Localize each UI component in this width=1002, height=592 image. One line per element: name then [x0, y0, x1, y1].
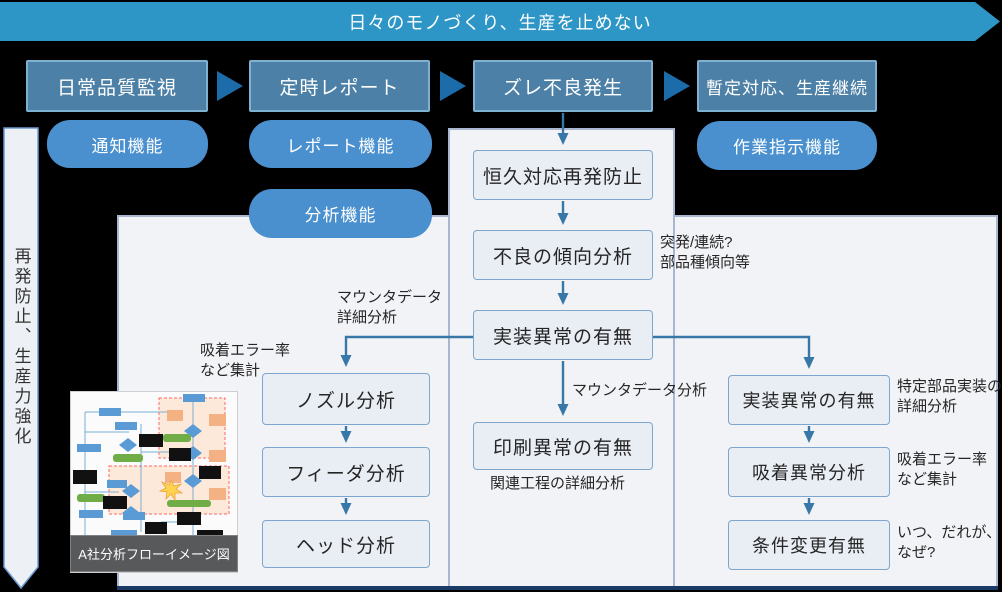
panel-bottom-border [117, 586, 998, 590]
flow-box-nozzle-analysis: ノズル分析 [262, 373, 430, 425]
process-step-provisional-response: 暫定対応、生産継続 [697, 60, 877, 112]
flow-box-label: 実装異常の有無 [492, 326, 633, 348]
pill-work-instruction-function: 作業指示機能 [697, 121, 877, 170]
flow-box-feeder-analysis: フィーダ分析 [262, 447, 430, 497]
flow-box-mounting-abnormality-check-right: 実装異常の有無 [728, 375, 890, 425]
pill-label: 通知機能 [91, 136, 164, 156]
flow-box-label: 恒久対応再発防止 [482, 166, 643, 188]
pill-label: 分析機能 [304, 206, 377, 225]
pennant-shape [3, 127, 39, 590]
flow-box-head-analysis: ヘッド分析 [262, 520, 430, 568]
flow-box-label: 印刷異常の有無 [492, 437, 633, 459]
pill-label: レポート機能 [286, 136, 395, 156]
note-mounter-analysis: マウンタデータ分析 [572, 382, 708, 399]
process-step-label: 日常品質監視 [56, 77, 177, 99]
note-mounter-detail: マウンタデータ 詳細分析 [337, 289, 443, 326]
flow-box-mounting-abnormality-check: 実装異常の有無 [473, 310, 653, 360]
analysis-flow-thumbnail: A社分析フローイメージ図 [70, 392, 238, 572]
note-trend: 突発/連続? 部品種傾向等 [660, 234, 751, 271]
side-banner-pennant: 再発防止、生産力強化 [3, 127, 39, 590]
right-arrow-icon [664, 71, 690, 101]
starburst-icon [158, 479, 184, 502]
note-pickup-rate-left: 吸着エラー率 など集計 [200, 342, 291, 379]
flow-box-label: フィーダ分析 [286, 463, 406, 485]
flow-box-defect-trend-analysis: 不良の傾向分析 [473, 230, 653, 280]
process-step-label: 定時レポート [279, 77, 400, 99]
flow-box-label: 条件変更有無 [752, 536, 866, 556]
top-banner-label: 日々のモノづくり、生産を止めない [348, 12, 652, 33]
flow-box-permanent-countermeasure: 恒久対応再発防止 [473, 150, 653, 200]
note-specific-parts: 特定部品実装の 詳細分析 [897, 378, 1002, 415]
pill-report-function: レポート機能 [249, 120, 432, 168]
process-step-misalignment-defect: ズレ不良発生 [473, 60, 653, 112]
top-banner-arrow: 日々のモノづくり、生産を止めない [0, 2, 1000, 41]
note-when-who-why: いつ、だれが、 なぜ? [897, 524, 1002, 561]
process-step-daily-quality-monitoring: 日常品質監視 [26, 60, 208, 112]
right-arrow-icon [440, 71, 466, 101]
flow-box-label: ヘッド分析 [295, 535, 396, 557]
flow-box-label: 不良の傾向分析 [492, 246, 633, 268]
flow-box-label: 実装異常の有無 [742, 391, 876, 411]
thumbnail-caption: A社分析フローイメージ図 [70, 535, 238, 572]
pill-notify-function: 通知機能 [47, 120, 208, 168]
side-banner-label: 再発防止、生産力強化 [11, 247, 31, 447]
flow-box-pickup-abnormality-analysis: 吸着異常分析 [728, 447, 890, 497]
flow-box-label: 吸着異常分析 [752, 463, 866, 483]
flow-box-print-abnormality-check: 印刷異常の有無 [473, 422, 653, 470]
note-pickup-rate-right: 吸着エラー率 など集計 [897, 451, 988, 488]
pill-label: 作業指示機能 [733, 138, 841, 157]
flow-box-label: ノズル分析 [295, 390, 396, 412]
process-step-label: ズレ不良発生 [502, 77, 623, 99]
flow-box-condition-change-check: 条件変更有無 [728, 520, 890, 570]
pill-analysis-function: 分析機能 [249, 189, 432, 238]
right-arrow-icon [217, 71, 243, 101]
process-step-label: 暫定対応、生産継続 [706, 78, 868, 98]
thumbnail-caption-label: A社分析フローイメージ図 [78, 547, 230, 562]
note-related-process: 関連工程の詳細分析 [490, 475, 626, 492]
process-step-scheduled-report: 定時レポート [249, 60, 430, 112]
